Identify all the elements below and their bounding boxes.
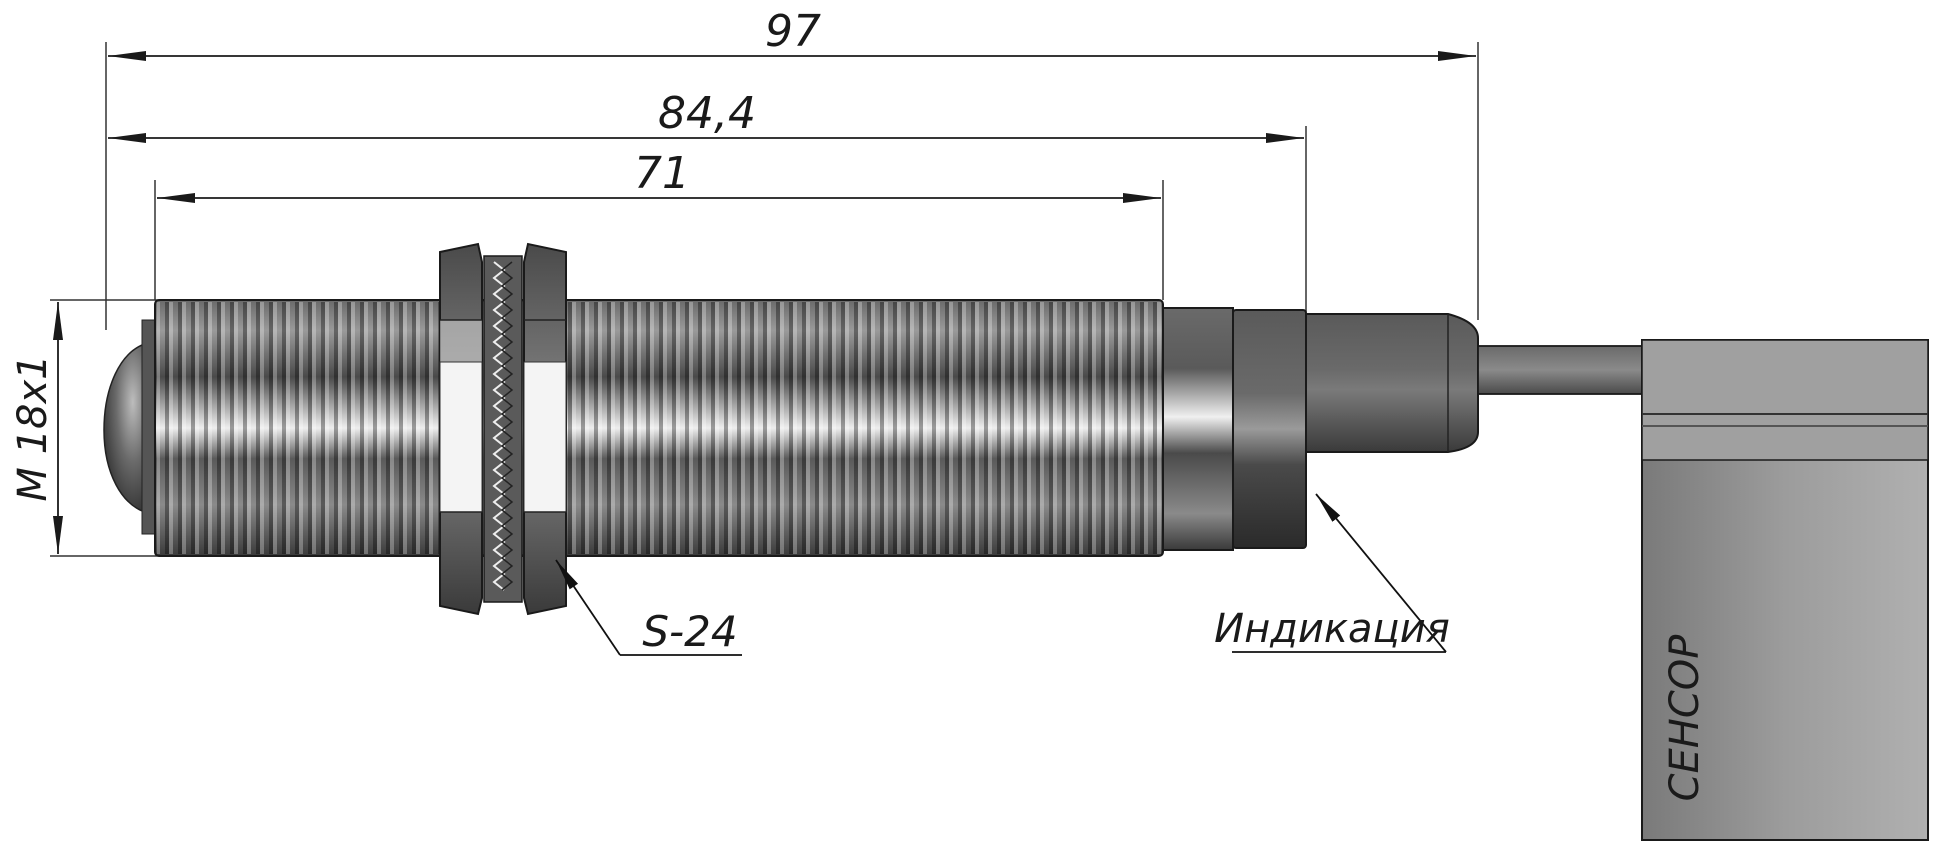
label-tag: [1641, 339, 1929, 841]
leader-indication: [1232, 493, 1447, 653]
nut-size-label: S-24: [642, 607, 737, 656]
rear-cap: [1305, 313, 1479, 453]
dimension-lines: [53, 51, 1476, 554]
indication-label: Индикация: [1214, 606, 1450, 652]
sensing-face: [103, 319, 159, 535]
cable: [1477, 345, 1643, 395]
indicator-ring: [1232, 309, 1307, 549]
mounting-nut-left: [439, 242, 483, 616]
dim-text-97: 97: [765, 6, 821, 57]
extension-lines: [50, 42, 1479, 557]
dim-text-71: 71: [634, 148, 690, 199]
leader-s24: [555, 559, 742, 656]
dim-text-84-4: 84,4: [658, 88, 756, 139]
lock-washer: [483, 255, 523, 603]
brand-label: СЕНСОР: [1662, 634, 1708, 802]
mounting-nut-right: [523, 242, 567, 616]
rear-sleeve: [1162, 307, 1234, 551]
dim-text-m18: M 18x1: [10, 354, 56, 501]
threaded-barrel: [154, 299, 1164, 557]
